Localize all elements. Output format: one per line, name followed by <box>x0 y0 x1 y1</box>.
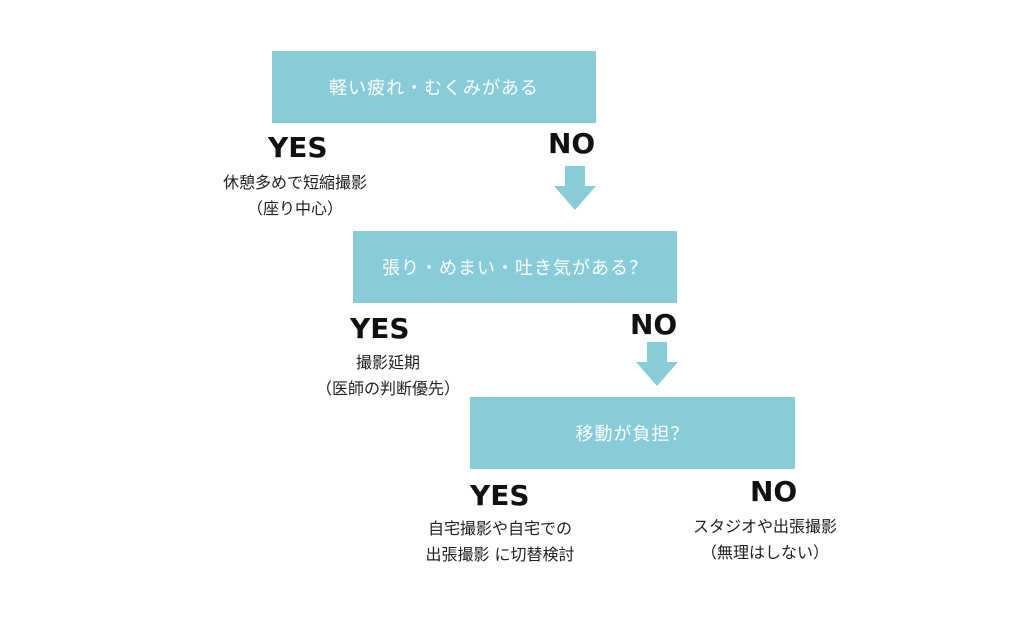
no-label-1: NO <box>548 127 596 160</box>
question-2-text: 張り・めまい・吐き気がある？ <box>382 258 648 279</box>
yes-label-1: YES <box>268 131 328 164</box>
yes-label-3: YES <box>470 479 530 512</box>
question-box-1: 軽い疲れ・むくみがある <box>272 51 596 123</box>
yes-outcome-3-line1: 自宅撮影や自宅での <box>427 519 572 538</box>
yes-outcome-3-line2: 出張撮影 に切替検討 <box>425 545 575 564</box>
no-outcome-3-line1: スタジオや出張撮影 <box>692 517 837 536</box>
down-arrow-icon-2 <box>636 342 678 386</box>
question-box-3: 移動が負担？ <box>470 397 795 469</box>
yes-outcome-1-line1: 休憩多めで短縮撮影 <box>222 173 367 192</box>
no-outcome-3-line2: （無理はしない） <box>700 543 829 562</box>
no-label-2: NO <box>630 308 678 341</box>
yes-outcome-3: 自宅撮影や自宅での 出張撮影 に切替検討 <box>395 516 605 568</box>
question-1-text: 軽い疲れ・むくみがある <box>329 78 539 99</box>
yes-outcome-1: 休憩多めで短縮撮影 （座り中心） <box>195 170 395 222</box>
yes-outcome-2-line2: （医師の判断優先） <box>315 379 460 398</box>
yes-outcome-1-line2: （座り中心） <box>246 199 343 218</box>
question-box-2: 張り・めまい・吐き気がある？ <box>353 231 677 303</box>
question-3-text: 移動が負担？ <box>575 424 690 445</box>
no-outcome-3: スタジオや出張撮影 （無理はしない） <box>670 514 860 566</box>
yes-label-2: YES <box>350 312 410 345</box>
yes-outcome-2-line1: 撮影延期 <box>355 353 420 372</box>
down-arrow-icon-1 <box>554 166 596 210</box>
no-label-3: NO <box>750 475 798 508</box>
yes-outcome-2: 撮影延期 （医師の判断優先） <box>288 350 488 402</box>
